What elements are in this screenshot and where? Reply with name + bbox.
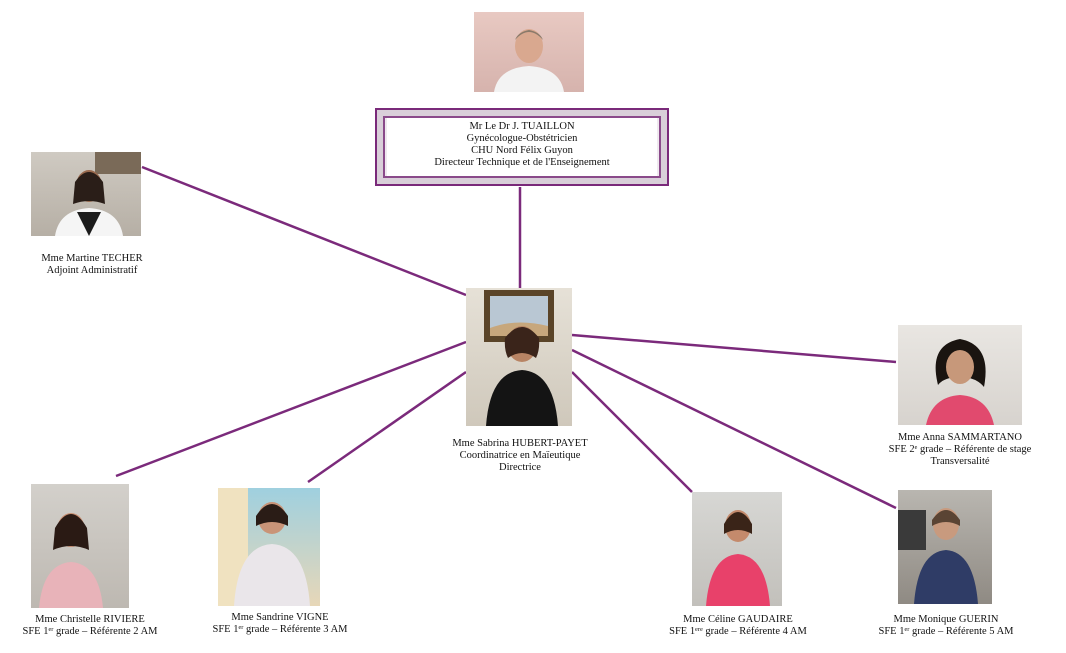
staff-caption-vigne: Mme Sandrine VIGNE SFE 1ᵉʳ grade – Référ… [200, 612, 360, 636]
staff-caption-guerin: Mme Monique GUERIN SFE 1ᵉʳ grade – Référ… [866, 614, 1026, 638]
staff-caption-riviere: Mme Christelle RIVIERE SFE 1ᵉʳ grade – R… [10, 614, 170, 638]
coordinator-photo [466, 288, 572, 426]
staff-photo-guerin [898, 490, 992, 604]
connector-coordinator-guerin [571, 348, 897, 510]
connector-admin-coordinator [141, 165, 467, 297]
staff-name-vigne: Mme Sandrine VIGNE [231, 612, 329, 623]
director-hospital: CHU Nord Félix Guyon [471, 145, 573, 156]
staff-role-vigne: SFE 1ᵉʳ grade – Référente 3 AM [212, 624, 348, 635]
coordinator-title: Directrice [499, 462, 541, 473]
admin-photo [31, 152, 141, 236]
transversal-caption: Mme Anna SAMMARTANO SFE 2ᵉ grade – Référ… [875, 432, 1045, 468]
admin-caption: Mme Martine TECHER Adjoint Administratif [22, 253, 162, 277]
staff-photo-gaudaire [692, 492, 782, 606]
staff-role-gaudaire: SFE 1ᵉʳᵉ grade – Référente 4 AM [669, 626, 807, 637]
connector-coordinator-transversal [571, 333, 897, 364]
staff-photo-riviere [31, 484, 129, 608]
connector-coordinator-vigne [307, 370, 467, 484]
director-name: Mr Le Dr J. TUAILLON [469, 121, 575, 132]
director-photo [474, 12, 584, 92]
transversal-name: Mme Anna SAMMARTANO [898, 432, 1022, 443]
coordinator-name: Mme Sabrina HUBERT-PAYET [452, 438, 588, 449]
director-box: Mr Le Dr J. TUAILLON Gynécologue-Obstétr… [375, 108, 669, 186]
director-box-text: Mr Le Dr J. TUAILLON Gynécologue-Obstétr… [387, 118, 657, 176]
staff-name-gaudaire: Mme Céline GAUDAIRE [683, 614, 793, 625]
admin-name: Mme Martine TECHER [41, 253, 143, 264]
staff-photo-vigne [218, 488, 320, 606]
transversal-photo [898, 325, 1022, 425]
coordinator-role: Coordinatrice en Maïeutique [459, 450, 581, 461]
transversal-specialty: Transversalité [930, 456, 990, 467]
admin-role: Adjoint Administratif [46, 265, 138, 276]
connector-coordinator-riviere [115, 340, 467, 478]
staff-role-riviere: SFE 1ᵉʳ grade – Référente 2 AM [22, 626, 158, 637]
staff-caption-gaudaire: Mme Céline GAUDAIRE SFE 1ᵉʳᵉ grade – Réf… [658, 614, 818, 638]
director-specialty: Gynécologue-Obstétricien [466, 133, 578, 144]
staff-role-guerin: SFE 1ᵉʳ grade – Référente 5 AM [878, 626, 1014, 637]
staff-name-riviere: Mme Christelle RIVIERE [35, 614, 145, 625]
coordinator-caption: Mme Sabrina HUBERT-PAYET Coordinatrice e… [430, 438, 610, 474]
staff-name-guerin: Mme Monique GUERIN [893, 614, 999, 625]
connector-coordinator-gaudaire [571, 371, 693, 493]
transversal-role: SFE 2ᵉ grade – Référente de stage [888, 444, 1032, 455]
director-title: Directeur Technique et de l'Enseignement [434, 157, 610, 168]
